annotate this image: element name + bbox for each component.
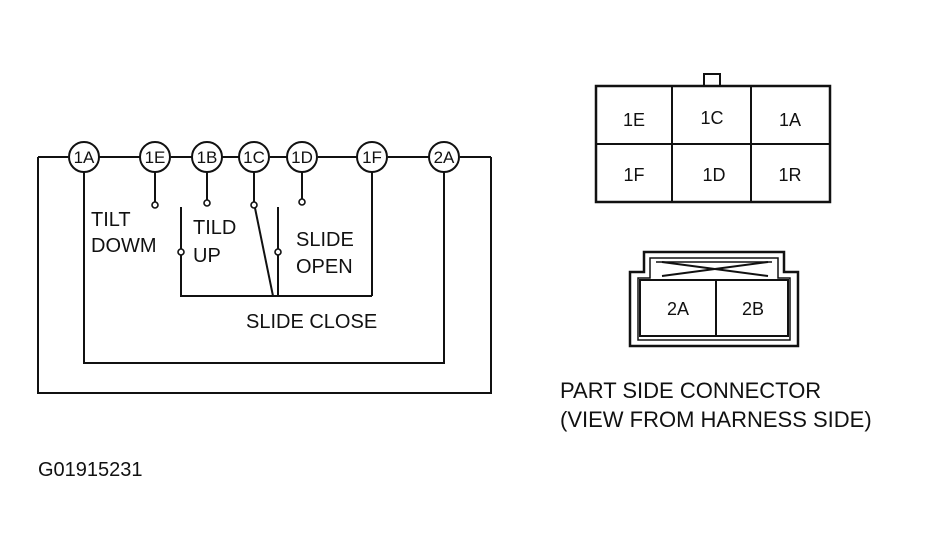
terminal-1e: 1E bbox=[139, 141, 171, 173]
terminal-1a-label: 1A bbox=[74, 148, 95, 167]
figure-id: G01915231 bbox=[38, 459, 143, 481]
connector-cell-1d: 1D bbox=[702, 165, 725, 185]
terminal-1f-label: 1F bbox=[362, 148, 382, 167]
connector-cell-1e: 1E bbox=[623, 110, 645, 130]
connector-2pin: 2A 2B bbox=[628, 250, 800, 348]
connector-latch bbox=[703, 73, 721, 87]
terminal-1a: 1A bbox=[68, 141, 100, 173]
tilt-up-label-line1: TILD bbox=[193, 217, 236, 239]
terminal-2a-label: 2A bbox=[434, 148, 455, 167]
terminal-1c-label: 1C bbox=[243, 148, 265, 167]
tilt-down-label-line1: TILT bbox=[91, 209, 131, 231]
connector-cell-1r: 1R bbox=[778, 165, 801, 185]
terminal-1b-label: 1B bbox=[197, 148, 218, 167]
slide-open-label-line1: SLIDE bbox=[296, 229, 354, 251]
slide-close-label: SLIDE CLOSE bbox=[246, 311, 377, 333]
slide-open-label-line2: OPEN bbox=[296, 256, 353, 278]
connector-cell-1c: 1C bbox=[700, 108, 723, 128]
connector-cell-2b: 2B bbox=[742, 299, 764, 319]
connector-cell-1f: 1F bbox=[623, 165, 644, 185]
terminal-1c: 1C bbox=[238, 141, 270, 173]
connector-6pin: 1E 1C 1A 1F 1D 1R bbox=[594, 73, 832, 204]
schematic bbox=[37, 156, 492, 394]
terminal-2a: 2A bbox=[428, 141, 460, 173]
terminal-1d: 1D bbox=[286, 141, 318, 173]
terminal-1b: 1B bbox=[191, 141, 223, 173]
connector-cell-2a: 2A bbox=[667, 299, 689, 319]
connector-caption-line1: PART SIDE CONNECTOR bbox=[560, 378, 821, 403]
terminal-1d-label: 1D bbox=[291, 148, 313, 167]
tilt-up-label-line2: UP bbox=[193, 245, 221, 267]
terminal-1f: 1F bbox=[356, 141, 388, 173]
terminal-1e-label: 1E bbox=[145, 148, 166, 167]
tilt-down-label-line2: DOWM bbox=[91, 235, 157, 257]
connector-caption-line2: (VIEW FROM HARNESS SIDE) bbox=[560, 407, 872, 432]
connector-cell-1a: 1A bbox=[779, 110, 801, 130]
